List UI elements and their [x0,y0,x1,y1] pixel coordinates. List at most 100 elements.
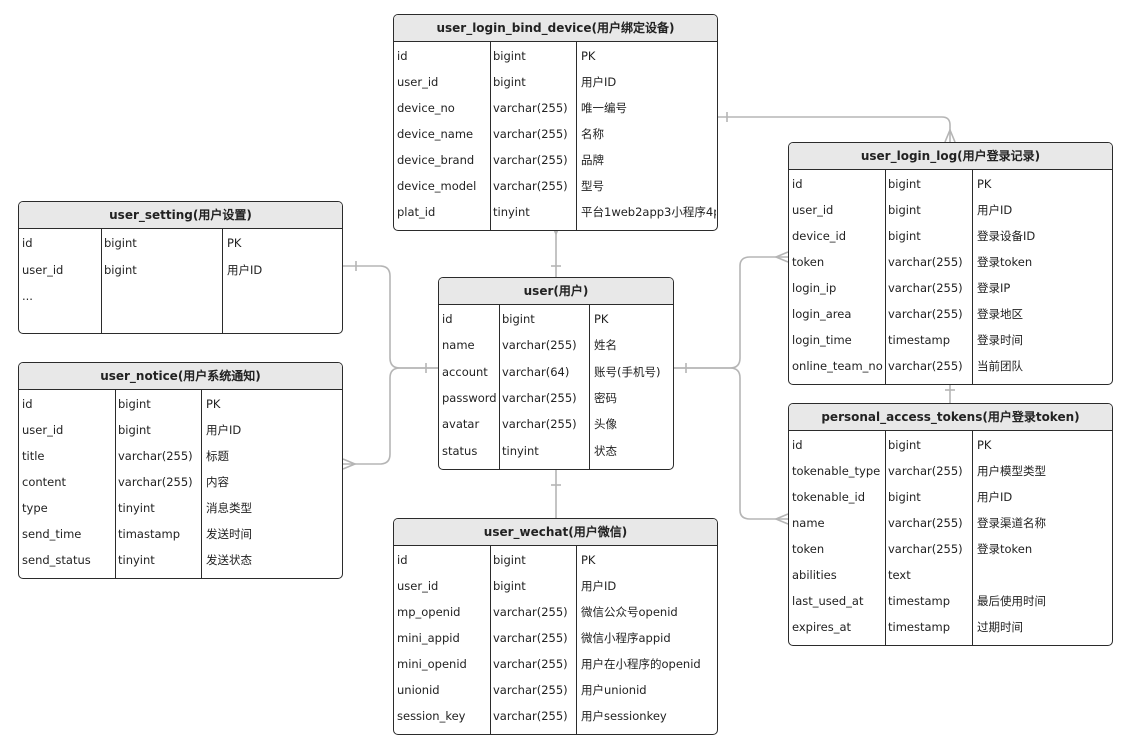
field-comment: 品牌 [581,153,604,167]
field-type: bigint [118,397,151,411]
field-type: bigint [888,177,921,191]
field-name: avatar [442,417,480,432]
field-name: device_name [397,127,474,141]
field-type: bigint [493,49,526,63]
field-type: varchar(255) [493,153,568,167]
field-name: tokenable_id [792,490,866,504]
table-title: user_notice(用户系统通知) [19,363,342,390]
column-divider [499,305,500,469]
field-comment: 用户ID [227,262,263,277]
field-type: varchar(255) [493,101,568,115]
table-row[interactable]: ... [19,286,342,313]
field-comment: 登录渠道名称 [977,516,1046,530]
table-row[interactable]: user_id bigint 用户ID [789,200,1112,226]
column-divider [201,390,202,578]
table-title: user_login_log(用户登录记录) [789,143,1112,170]
field-name: unionid [397,683,440,697]
field-name: id [397,553,408,567]
field-name: mini_openid [397,657,467,671]
column-divider [115,390,116,578]
field-comment: 账号(手机号) [594,364,661,379]
field-name: session_key [397,709,466,723]
field-type: varchar(255) [493,179,568,193]
field-type: tinyint [502,443,539,458]
field-type: bigint [118,423,151,437]
field-name: user_id [397,75,439,89]
column-divider [101,229,102,333]
field-comment: PK [581,49,596,63]
field-name: id [22,236,33,250]
field-type: bigint [104,262,137,277]
field-type: bigint [888,203,921,217]
field-comment: 用户ID [977,203,1013,217]
field-comment: 用户在小程序的openid [581,657,701,671]
field-name: send_status [22,553,91,567]
field-name: ... [22,289,33,303]
field-comment: 用户ID [581,579,617,593]
field-type: varchar(64) [502,364,570,379]
table-row[interactable]: unionid varchar(255) 用户unionid [394,680,717,706]
field-name: user_id [792,203,834,217]
field-comment: 登录设备ID [977,229,1036,243]
column-divider [972,170,973,384]
field-comment: 发送时间 [206,527,252,541]
field-comment: 用户unionid [581,683,647,697]
field-type: bigint [888,438,921,452]
field-type: varchar(255) [888,255,963,269]
link-user-tokens [674,367,788,520]
field-type: bigint [493,75,526,89]
field-comment: 标题 [206,449,229,463]
field-type: varchar(255) [493,683,568,697]
